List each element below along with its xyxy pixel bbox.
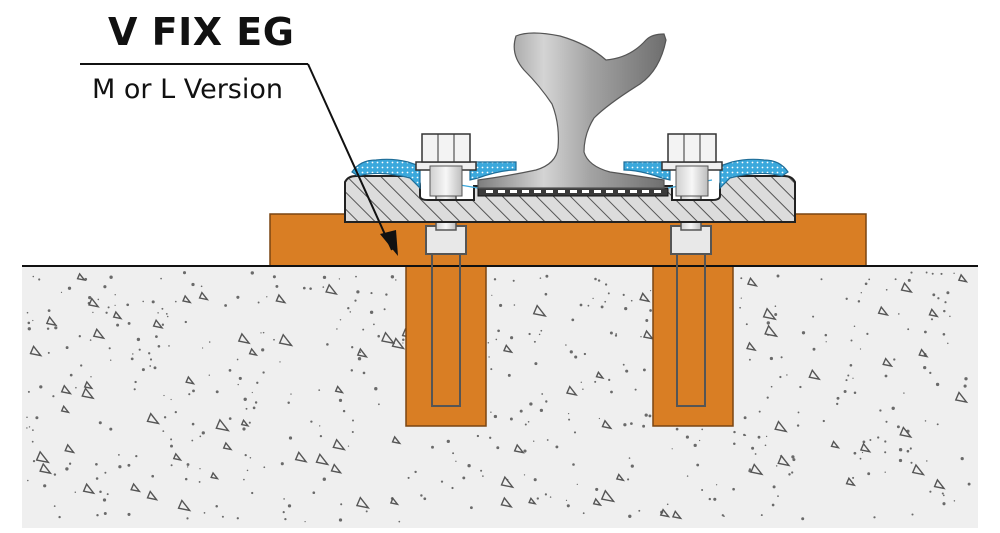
- leader-line: [307, 63, 393, 251]
- nut-right: [661, 133, 723, 197]
- concrete-foundation: [22, 266, 978, 528]
- rail-pad-segments: [486, 190, 661, 193]
- leader-arrowhead: [380, 230, 398, 256]
- version-label: M or L Version: [92, 74, 283, 105]
- rail: [477, 32, 667, 189]
- nut-left: [415, 133, 477, 197]
- concrete-aggregate: [26, 271, 971, 523]
- product-title: V FIX EG: [108, 10, 295, 54]
